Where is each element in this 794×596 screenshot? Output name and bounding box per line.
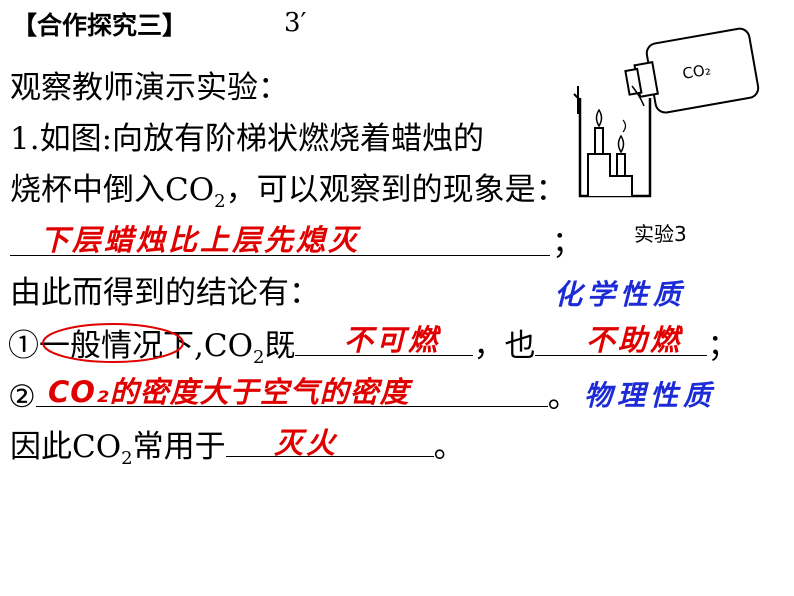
item-1-mid: 既 — [264, 328, 296, 364]
intro-text: 观察教师演示实验： — [10, 70, 289, 106]
conclusion-item-1: ①一般情况下,CO2既，也； — [8, 327, 738, 376]
usage-end: 。 — [433, 429, 465, 465]
time-label: 3′ — [284, 8, 307, 38]
question-line-1: 1.如图:向放有阶梯状燃烧着蜡烛的 — [10, 121, 485, 157]
item-2-number: ② — [8, 379, 36, 415]
experiment-figure: CO₂ — [573, 27, 760, 198]
answer-non-supporting: 不助燃 — [586, 323, 683, 357]
section-title: 【合作探究三】 — [12, 11, 188, 40]
answer-density: CO₂的密度大于空气的密度 — [48, 375, 410, 409]
answer-blank-1[interactable] — [10, 225, 550, 256]
blank-nonflammable[interactable] — [295, 327, 474, 356]
bottle-label: CO₂ — [681, 60, 712, 83]
conclusion-item-2: ②。 — [8, 378, 579, 415]
semicolon: ； — [552, 225, 583, 261]
candle-upper-icon — [594, 108, 604, 155]
question-line-2-rest: ，可以观察到的现象是： — [225, 172, 567, 208]
chemical-property-note: 化学性质 — [554, 278, 687, 311]
item-1-number: ① — [8, 328, 39, 364]
blank-non-supporting[interactable] — [535, 327, 708, 356]
co2-bottle-icon: CO₂ — [624, 27, 760, 114]
item-2-end: 。 — [547, 379, 579, 415]
blank-usage[interactable] — [225, 428, 434, 457]
conclusion-label: 由此而得到的结论有： — [10, 275, 320, 311]
question-line-2-text: 烧杯中倒入CO — [10, 172, 215, 208]
answer-phenomenon: 下层蜡烛比上层先熄灭 — [40, 223, 361, 257]
answer-nonflammable: 不可燃 — [344, 323, 441, 357]
usage-text: 因此CO — [10, 429, 122, 465]
question-line-2: 烧杯中倒入CO2，可以观察到的现象是： — [10, 172, 567, 220]
subscript: 2 — [121, 448, 133, 470]
item-1-sep: ，也 — [473, 328, 536, 364]
physical-property-note: 物理性质 — [584, 379, 717, 412]
circle-mark — [42, 323, 184, 363]
answer-usage: 灭火 — [274, 426, 339, 460]
candle-lower-icon — [616, 119, 627, 177]
usage-mid: 常用于 — [132, 429, 226, 465]
figure-caption: 实验3 — [634, 222, 687, 246]
item-1-end: ； — [707, 328, 739, 364]
usage-line: 因此CO2常用于 。 — [10, 428, 465, 477]
subscript: 2 — [253, 347, 265, 369]
subscript: 2 — [214, 191, 226, 213]
blank-density[interactable] — [35, 378, 548, 407]
